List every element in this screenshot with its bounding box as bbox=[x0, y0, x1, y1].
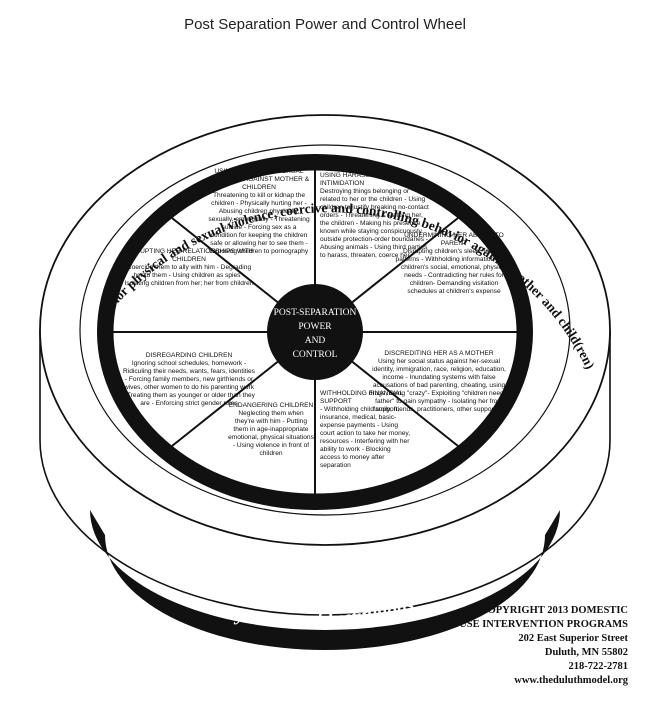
hub bbox=[267, 284, 363, 380]
segment-body: Destroying things belonging or related t… bbox=[320, 188, 429, 260]
segment-body: Disrupting children's sleep, feeding pat… bbox=[395, 248, 513, 296]
page-title: Post Separation Power and Control Wheel bbox=[184, 16, 466, 33]
hub-line4: CONTROL bbox=[293, 350, 338, 360]
segment-body: Threatening to kill or kidnap the childr… bbox=[208, 192, 310, 256]
segment-discrediting-mother: DISCREDITING HER AS A MOTHER Using her s… bbox=[368, 350, 510, 414]
copyright-line: ABUSE INTERVENTION PROGRAMS bbox=[444, 619, 628, 630]
segment-body: - Withholding child support, insurance, … bbox=[320, 406, 411, 470]
hub-line3: AND bbox=[305, 336, 326, 346]
city-line: Duluth, MN 55802 bbox=[544, 647, 628, 658]
segment-endangering-children: ENDANGERING CHILDREN Neglecting them whe… bbox=[228, 402, 314, 458]
phone-line: 218-722-2781 bbox=[568, 661, 629, 672]
segment-heading: ENDANGERING CHILDREN bbox=[228, 402, 314, 409]
segment-physical-sexual-violence: USING PHYSICAL & SEXUAL VIOLENCE AGAINST… bbox=[208, 168, 310, 256]
hub-line2: POWER bbox=[298, 322, 332, 332]
copyright-block: © COPYRIGHT 2013 DOMESTIC ABUSE INTERVEN… bbox=[428, 604, 628, 688]
segment-heading: DISCREDITING HER AS A MOTHER bbox=[384, 350, 494, 357]
segment-harassment-intimidation: USING HARASSMENT & INTIMIDATION Destroyi… bbox=[320, 172, 430, 260]
segment-body: Neglecting them when they're with him - … bbox=[228, 410, 314, 458]
segment-heading: WITHHOLDING FINANCIAL SUPPORT bbox=[320, 390, 403, 406]
address-line: 202 East Superior Street bbox=[518, 633, 628, 644]
hub-line1: POST-SEPARATION bbox=[274, 308, 357, 318]
website-line: www.theduluthmodel.org bbox=[514, 675, 628, 686]
segment-heading: DISRUPTING HER RELATIONSHIPS WITH CHILDR… bbox=[124, 248, 254, 264]
segment-body: Coercing them to ally with him - Degradi… bbox=[124, 264, 254, 288]
segment-withholding-financial-support: WITHHOLDING FINANCIAL SUPPORT - Withhold… bbox=[320, 390, 412, 470]
segment-heading: DISREGARDING CHILDREN bbox=[145, 352, 233, 359]
segment-undermining-parenting: UNDERMINING HER ABILITY TO PARENT Disrup… bbox=[395, 232, 513, 296]
copyright-line: © COPYRIGHT 2013 DOMESTIC bbox=[469, 605, 628, 616]
segment-disregarding-children: DISREGARDING CHILDREN Ignoring school sc… bbox=[122, 352, 256, 408]
segment-body: Ignoring school schedules, homework - Ri… bbox=[123, 360, 255, 408]
segment-heading: UNDERMINING HER ABILITY TO PARENT bbox=[404, 232, 504, 248]
segment-body: Using her social status against her-sexu… bbox=[368, 358, 510, 414]
segment-heading: USING HARASSMENT & INTIMIDATION bbox=[320, 172, 395, 188]
segment-disrupting-relationships: DISRUPTING HER RELATIONSHIPS WITH CHILDR… bbox=[124, 248, 254, 288]
drum-base-band bbox=[90, 510, 560, 650]
segment-heading: USING PHYSICAL & SEXUAL VIOLENCE AGAINST… bbox=[208, 168, 310, 192]
